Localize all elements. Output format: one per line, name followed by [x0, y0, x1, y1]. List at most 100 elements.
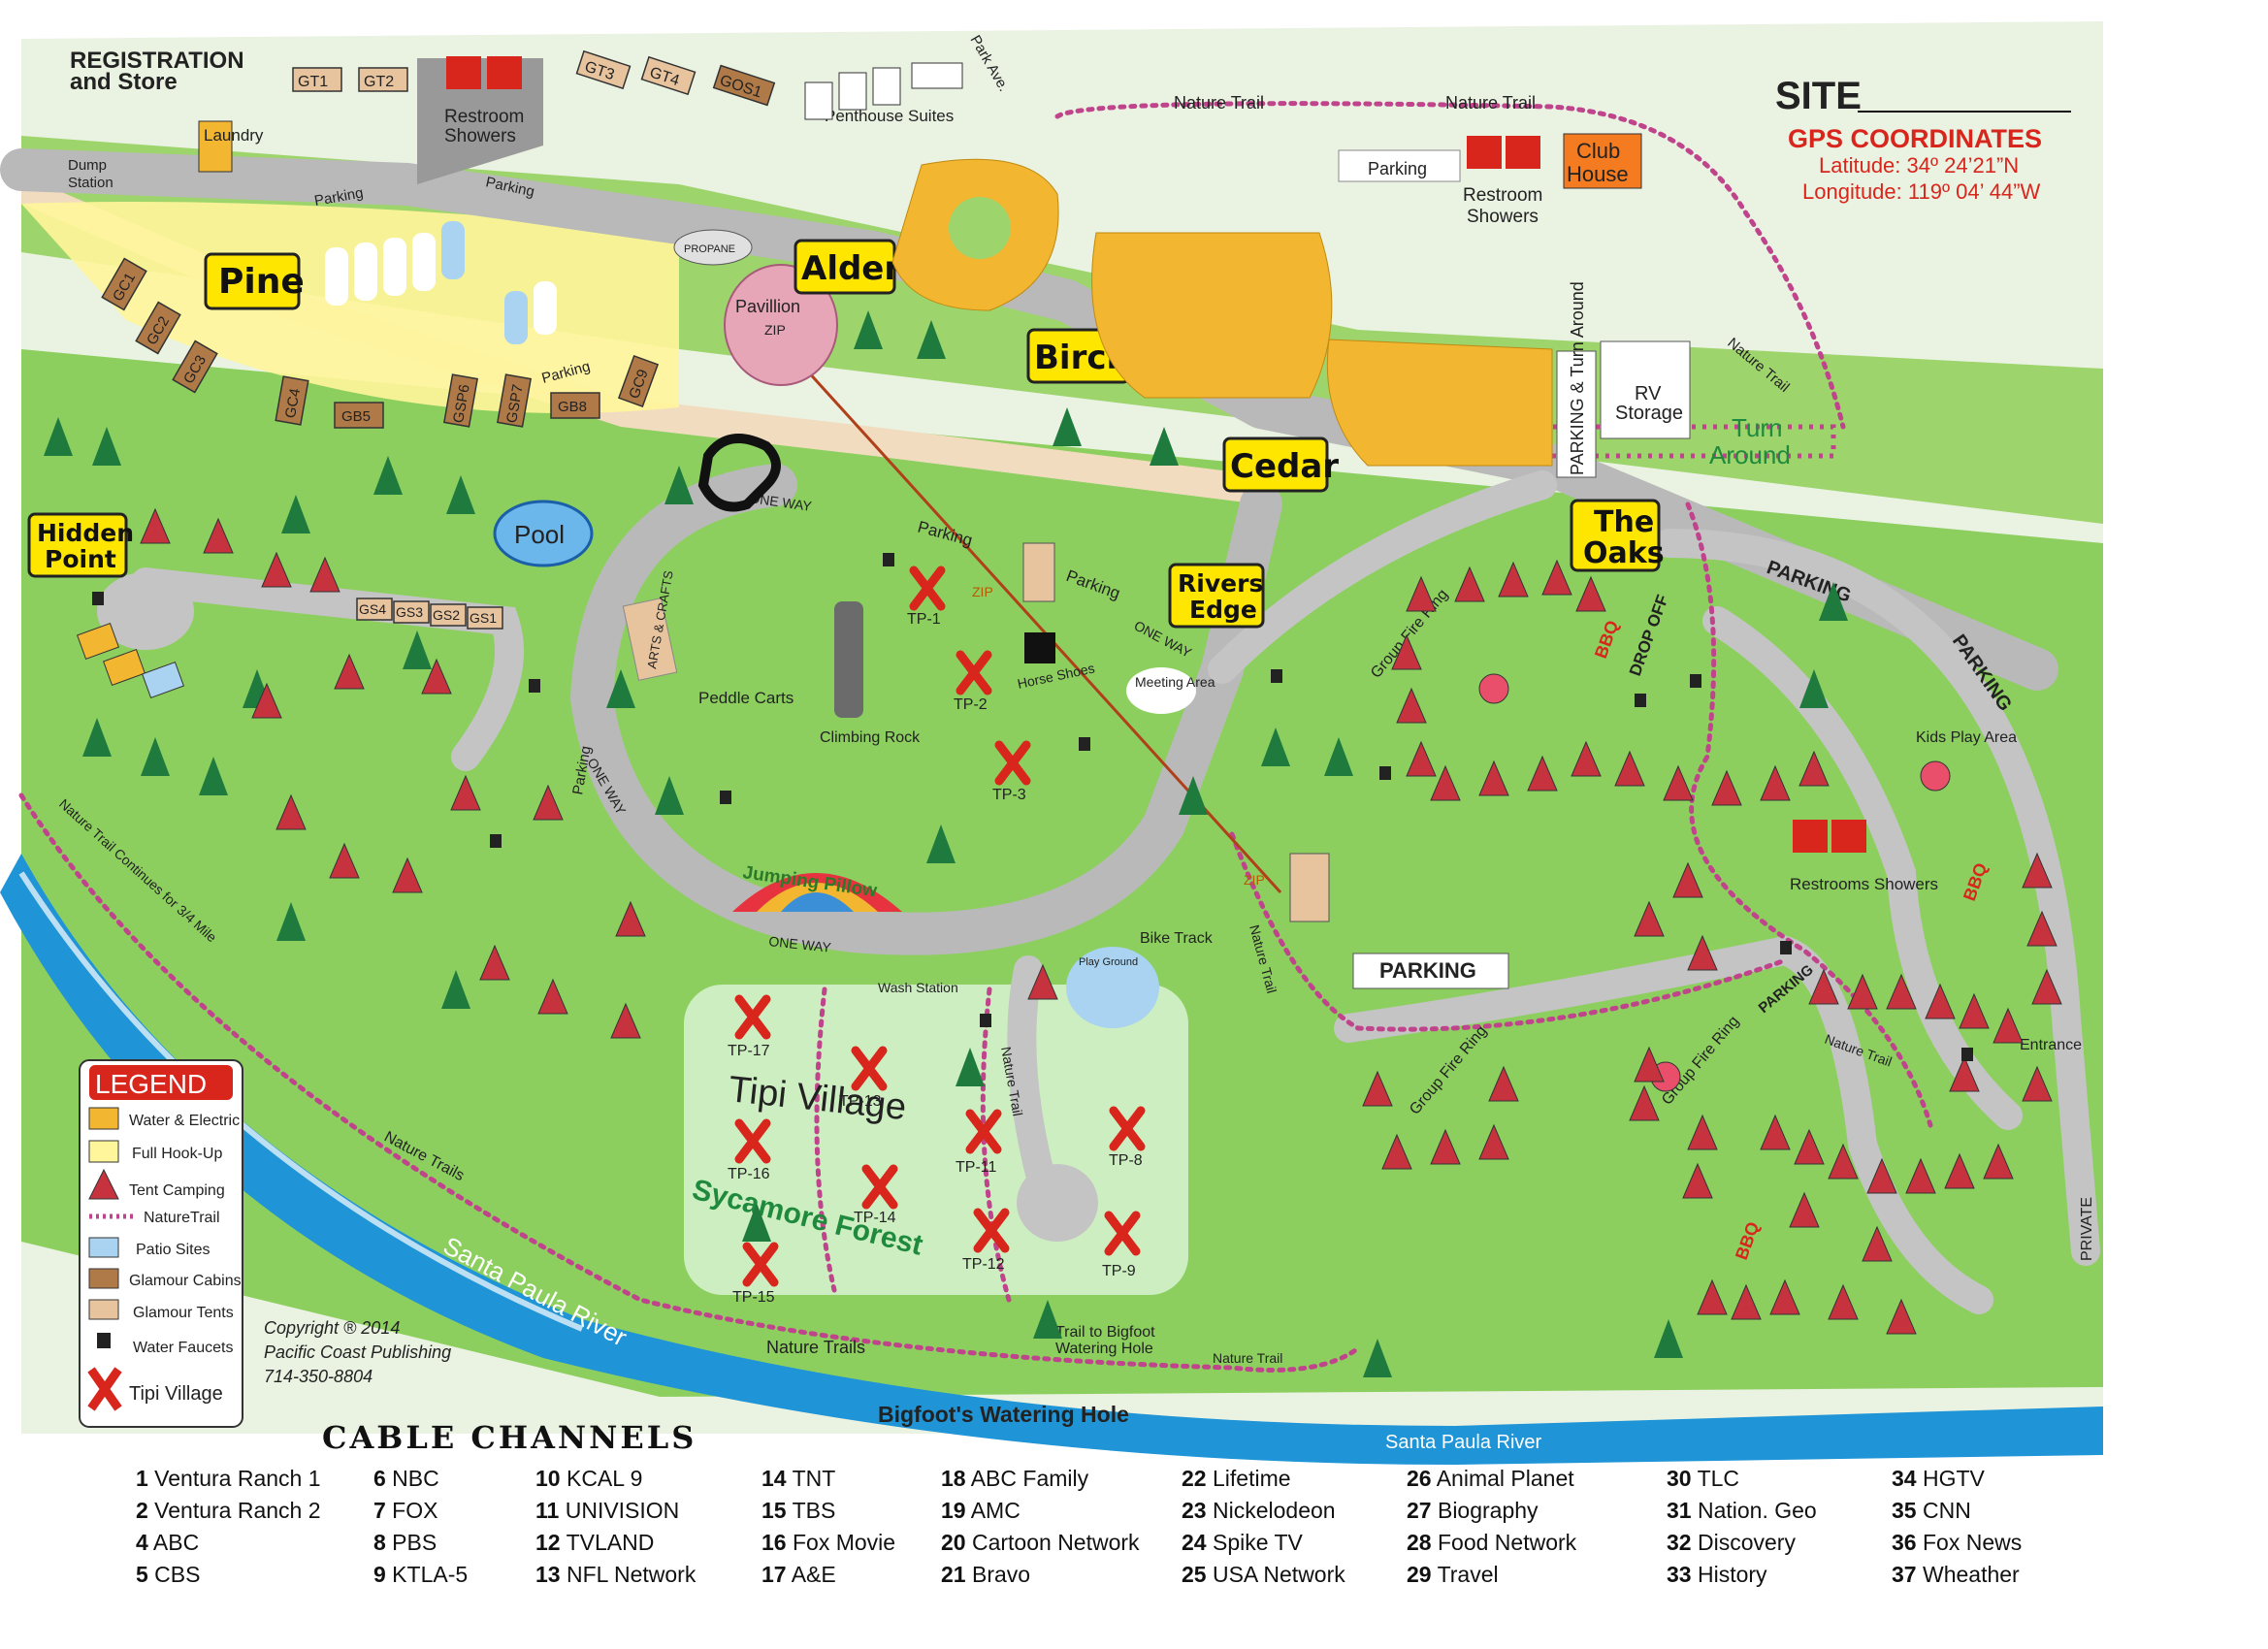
cable-channel-number: 13: [535, 1562, 561, 1587]
and-store-label: and Store: [70, 69, 178, 95]
cable-channel-name: CBS: [147, 1562, 201, 1587]
cable-channel-name: Discovery: [1691, 1530, 1796, 1555]
cable-channel-name: NBC: [385, 1466, 439, 1491]
svg-text:Patio Sites: Patio Sites: [136, 1242, 210, 1258]
svg-text:Oaks: Oaks: [1583, 536, 1665, 570]
parking-top-label: Parking: [1368, 159, 1427, 178]
climbing-rock-icon: [834, 601, 863, 718]
svg-text:GSP6: GSP6: [450, 383, 473, 424]
cabin-gt3: GT3: [575, 49, 632, 90]
area-cedar: Cedar: [1222, 436, 1339, 493]
gps-latitude: Latitude: 34º 24’21”N: [1819, 153, 2019, 178]
cable-channel-item: 26 Animal Planet: [1407, 1463, 1576, 1495]
pavillion-label: Pavillion: [735, 297, 800, 316]
svg-text:TP-13: TP-13: [839, 1093, 882, 1110]
around-label: Around: [1709, 440, 1791, 469]
cable-channel-name: Bravo: [965, 1562, 1031, 1587]
legend: LEGEND Water & Electric Full Hook-Up Ten…: [79, 1059, 243, 1428]
svg-text:TP-2: TP-2: [954, 696, 988, 713]
cable-channel-item: 36 Fox News: [1892, 1527, 2022, 1559]
cable-channel-number: 2: [136, 1498, 148, 1523]
copyright-line3: 714-350-8804: [264, 1367, 373, 1386]
hidden-point-road: [131, 567, 524, 771]
cable-channel-number: 19: [941, 1498, 966, 1523]
house-label: House: [1567, 162, 1629, 186]
svg-text:Glamour Tents: Glamour Tents: [133, 1305, 234, 1321]
cable-channel-number: 12: [535, 1530, 561, 1555]
cabin-gt2: GT2: [358, 67, 408, 92]
tipi-tp14: TP-14: [854, 1164, 898, 1226]
kids-play-area-label: Kids Play Area: [1916, 729, 2017, 746]
svg-text:Full Hook-Up: Full Hook-Up: [132, 1146, 222, 1162]
cabin-gs4: GS4: [356, 598, 393, 621]
cabin-gs3: GS3: [393, 600, 430, 624]
cable-channel-item: 14 TNT: [761, 1463, 895, 1495]
cable-channel-item: 18 ABC Family: [941, 1463, 1140, 1495]
svg-text:Tipi Village: Tipi Village: [129, 1383, 223, 1405]
cable-channel-item: 4 ABC: [136, 1527, 321, 1559]
cable-channel-name: ABC Family: [965, 1466, 1089, 1491]
cable-channel-item: 34 HGTV: [1892, 1463, 2022, 1495]
cabin-gsp6: GSP6: [442, 373, 479, 428]
cable-channel-number: 15: [761, 1498, 787, 1523]
svg-text:Point: Point: [45, 545, 116, 573]
svg-text:GS2: GS2: [433, 607, 460, 623]
cable-channel-number: 17: [761, 1562, 787, 1587]
cable-channel-item: 19 AMC: [941, 1495, 1140, 1527]
cable-channel-name: USA Network: [1206, 1562, 1345, 1587]
cedar-sites: [1326, 339, 1553, 467]
nature-trail-east: [1685, 501, 1933, 1128]
cable-channel-item: 22 Lifetime: [1182, 1463, 1345, 1495]
cable-channel-number: 18: [941, 1466, 966, 1491]
svg-text:TP-16: TP-16: [728, 1166, 770, 1182]
registration-label: REGISTRATION: [70, 48, 244, 74]
cable-channel-item: 31 Nation. Geo: [1667, 1495, 1817, 1527]
clubhouse-restroom-label: Restroom: [1463, 185, 1542, 206]
clubhouse-showers-label: Showers: [1467, 207, 1539, 227]
copyright-line2: Pacific Coast Publishing: [264, 1342, 451, 1362]
dump-label: Dump: [68, 157, 107, 174]
svg-text:TP-12: TP-12: [962, 1256, 1005, 1273]
cable-channel-number: 34: [1892, 1466, 1917, 1491]
cabin-gc4: GC4: [275, 375, 309, 426]
cabin-gs1: GS1: [467, 606, 503, 630]
cable-channel-item: 2 Ventura Ranch 2: [136, 1495, 321, 1527]
cable-channel-name: PBS: [385, 1530, 437, 1555]
cable-channel-item: 37 Wheather: [1892, 1559, 2022, 1591]
entrance-label: Entrance: [2020, 1037, 2082, 1053]
river: [0, 854, 2103, 1465]
pavillion: [724, 264, 838, 386]
svg-text:TP-9: TP-9: [1102, 1263, 1136, 1279]
cable-channel-item: 33 History: [1667, 1559, 1817, 1591]
cable-channel-number: 37: [1892, 1562, 1917, 1587]
peddle-carts-track-icon: [697, 434, 781, 512]
zip-tower-label-2: ZIP: [1244, 872, 1265, 888]
cable-channel-number: 1: [136, 1466, 148, 1491]
tipi-tp2: TP-2: [954, 650, 992, 713]
nature-trail-south: [18, 792, 1361, 1373]
cable-channel-number: 22: [1182, 1466, 1207, 1491]
cable-channel-name: KTLA-5: [385, 1562, 469, 1587]
tipi-tp11: TP-11: [956, 1109, 1002, 1176]
cable-channel-number: 8: [373, 1530, 386, 1555]
cable-channel-name: TBS: [786, 1498, 836, 1523]
tipi-tp15: TP-15: [732, 1242, 779, 1306]
cable-channel-number: 7: [373, 1498, 386, 1523]
cable-channel-item: 5 CBS: [136, 1559, 321, 1591]
cable-channel-number: 25: [1182, 1562, 1207, 1587]
cable-channel-number: 29: [1407, 1562, 1432, 1587]
cable-channel-number: 14: [761, 1466, 787, 1491]
area-alder: Alder: [794, 239, 900, 295]
cable-channel-number: 28: [1407, 1530, 1432, 1555]
svg-text:GS1: GS1: [470, 610, 497, 626]
tipi-tp17: TP-17: [728, 994, 771, 1059]
cable-channel-name: Lifetime: [1206, 1466, 1291, 1491]
cable-channel-item: 20 Cartoon Network: [941, 1527, 1140, 1559]
cable-channel-item: 7 FOX: [373, 1495, 468, 1527]
